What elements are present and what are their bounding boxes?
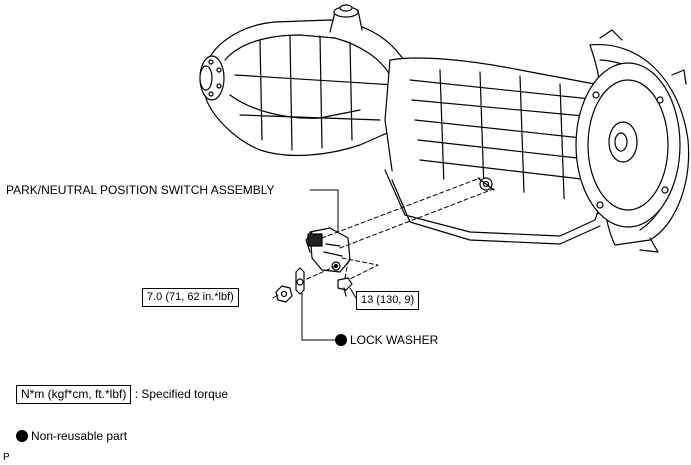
filled-circle-icon	[335, 334, 347, 346]
filled-circle-icon	[16, 430, 28, 442]
torque-bolt-box: 13 (130, 9)	[356, 291, 420, 310]
nonreusable-legend-text: Non-reusable part	[31, 429, 128, 443]
leader-lines	[272, 189, 357, 341]
lock-washer-label: LOCK WASHER	[335, 333, 438, 347]
assembly-guide-lines	[299, 177, 497, 283]
torque-nut-box: 7.0 (71, 62 in.*lbf)	[142, 288, 239, 307]
nonreusable-legend: Non-reusable part	[16, 429, 127, 443]
footer-code: P	[3, 452, 10, 463]
switch-assembly-label: PARK/NEUTRAL POSITION SWITCH ASSEMBLY	[6, 183, 275, 197]
torque-legend: N*m (kgf*cm, ft.*lbf) : Specified torque	[16, 385, 228, 404]
lock-washer-text: LOCK WASHER	[350, 333, 439, 347]
nut-part	[275, 285, 293, 303]
bolt-part	[337, 277, 353, 297]
lock-washer-part	[295, 267, 305, 295]
torque-units-box: N*m (kgf*cm, ft.*lbf)	[16, 385, 132, 404]
switch-assembly-part	[305, 227, 351, 273]
torque-legend-text: : Specified torque	[134, 387, 229, 401]
transmission-drawing	[199, 4, 690, 253]
